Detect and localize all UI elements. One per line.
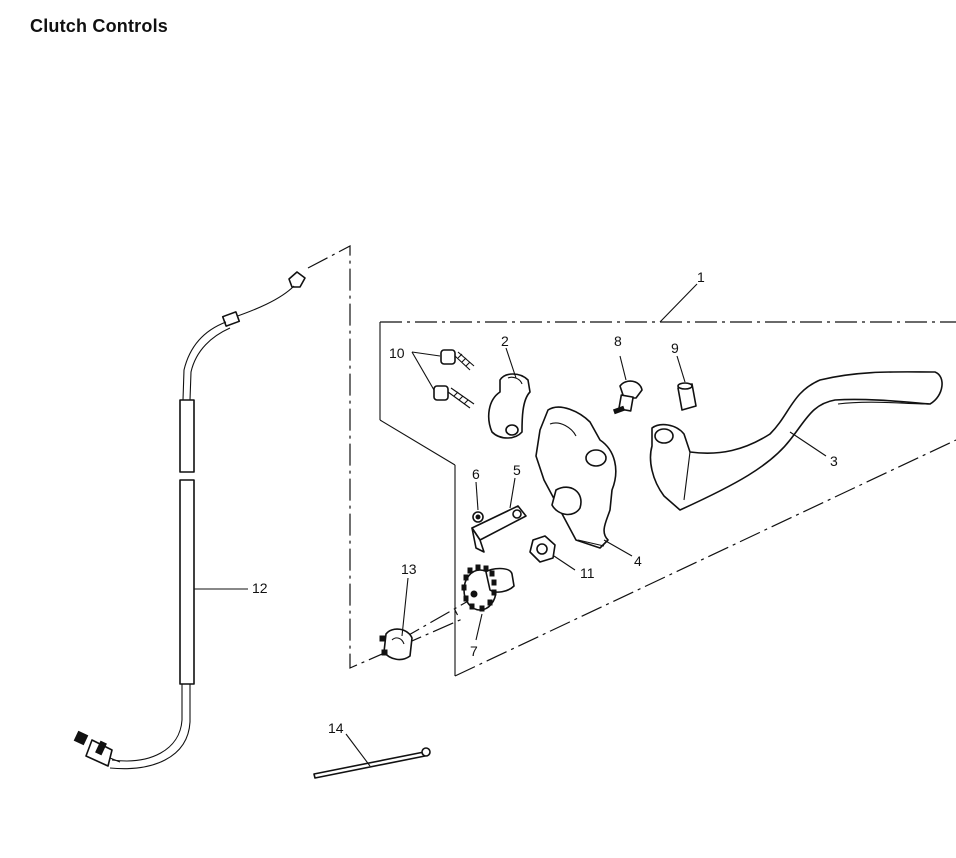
bolts-part-10 bbox=[433, 349, 475, 409]
page-title: Clutch Controls bbox=[30, 16, 168, 36]
plate-part-5 bbox=[471, 505, 527, 553]
callout-14: 14 bbox=[328, 720, 344, 736]
screw-part-6 bbox=[472, 511, 484, 523]
callout-6: 6 bbox=[472, 466, 480, 482]
callout-3: 3 bbox=[830, 453, 838, 469]
nut-part-11 bbox=[529, 535, 556, 563]
adjuster-part-7 bbox=[461, 564, 515, 612]
callout-10: 10 bbox=[389, 345, 405, 361]
clutch-lever-part-3 bbox=[649, 371, 943, 511]
callout-8: 8 bbox=[614, 333, 622, 349]
callout-5: 5 bbox=[513, 462, 521, 478]
callout-7: 7 bbox=[470, 643, 478, 659]
callout-1: 1 bbox=[697, 269, 705, 285]
assembly-boundary bbox=[307, 245, 956, 677]
callout-9: 9 bbox=[671, 340, 679, 356]
clutch-cable-part-12 bbox=[73, 271, 306, 770]
clamp-part-2 bbox=[487, 373, 531, 439]
callout-13: 13 bbox=[401, 561, 417, 577]
callout-2: 2 bbox=[501, 333, 509, 349]
callout-labels: 1 2 3 4 5 6 7 8 9 10 11 12 13 14 bbox=[252, 269, 838, 736]
cable-tie-part-14 bbox=[313, 747, 431, 779]
bushing-part-9 bbox=[677, 382, 697, 411]
callout-12: 12 bbox=[252, 580, 268, 596]
clip-part-13 bbox=[379, 628, 413, 661]
pivot-bolt-part-8 bbox=[612, 380, 643, 415]
perch-housing-part-4 bbox=[535, 406, 617, 549]
callout-4: 4 bbox=[634, 553, 642, 569]
callout-11: 11 bbox=[580, 565, 595, 581]
leader-lines bbox=[194, 283, 827, 767]
